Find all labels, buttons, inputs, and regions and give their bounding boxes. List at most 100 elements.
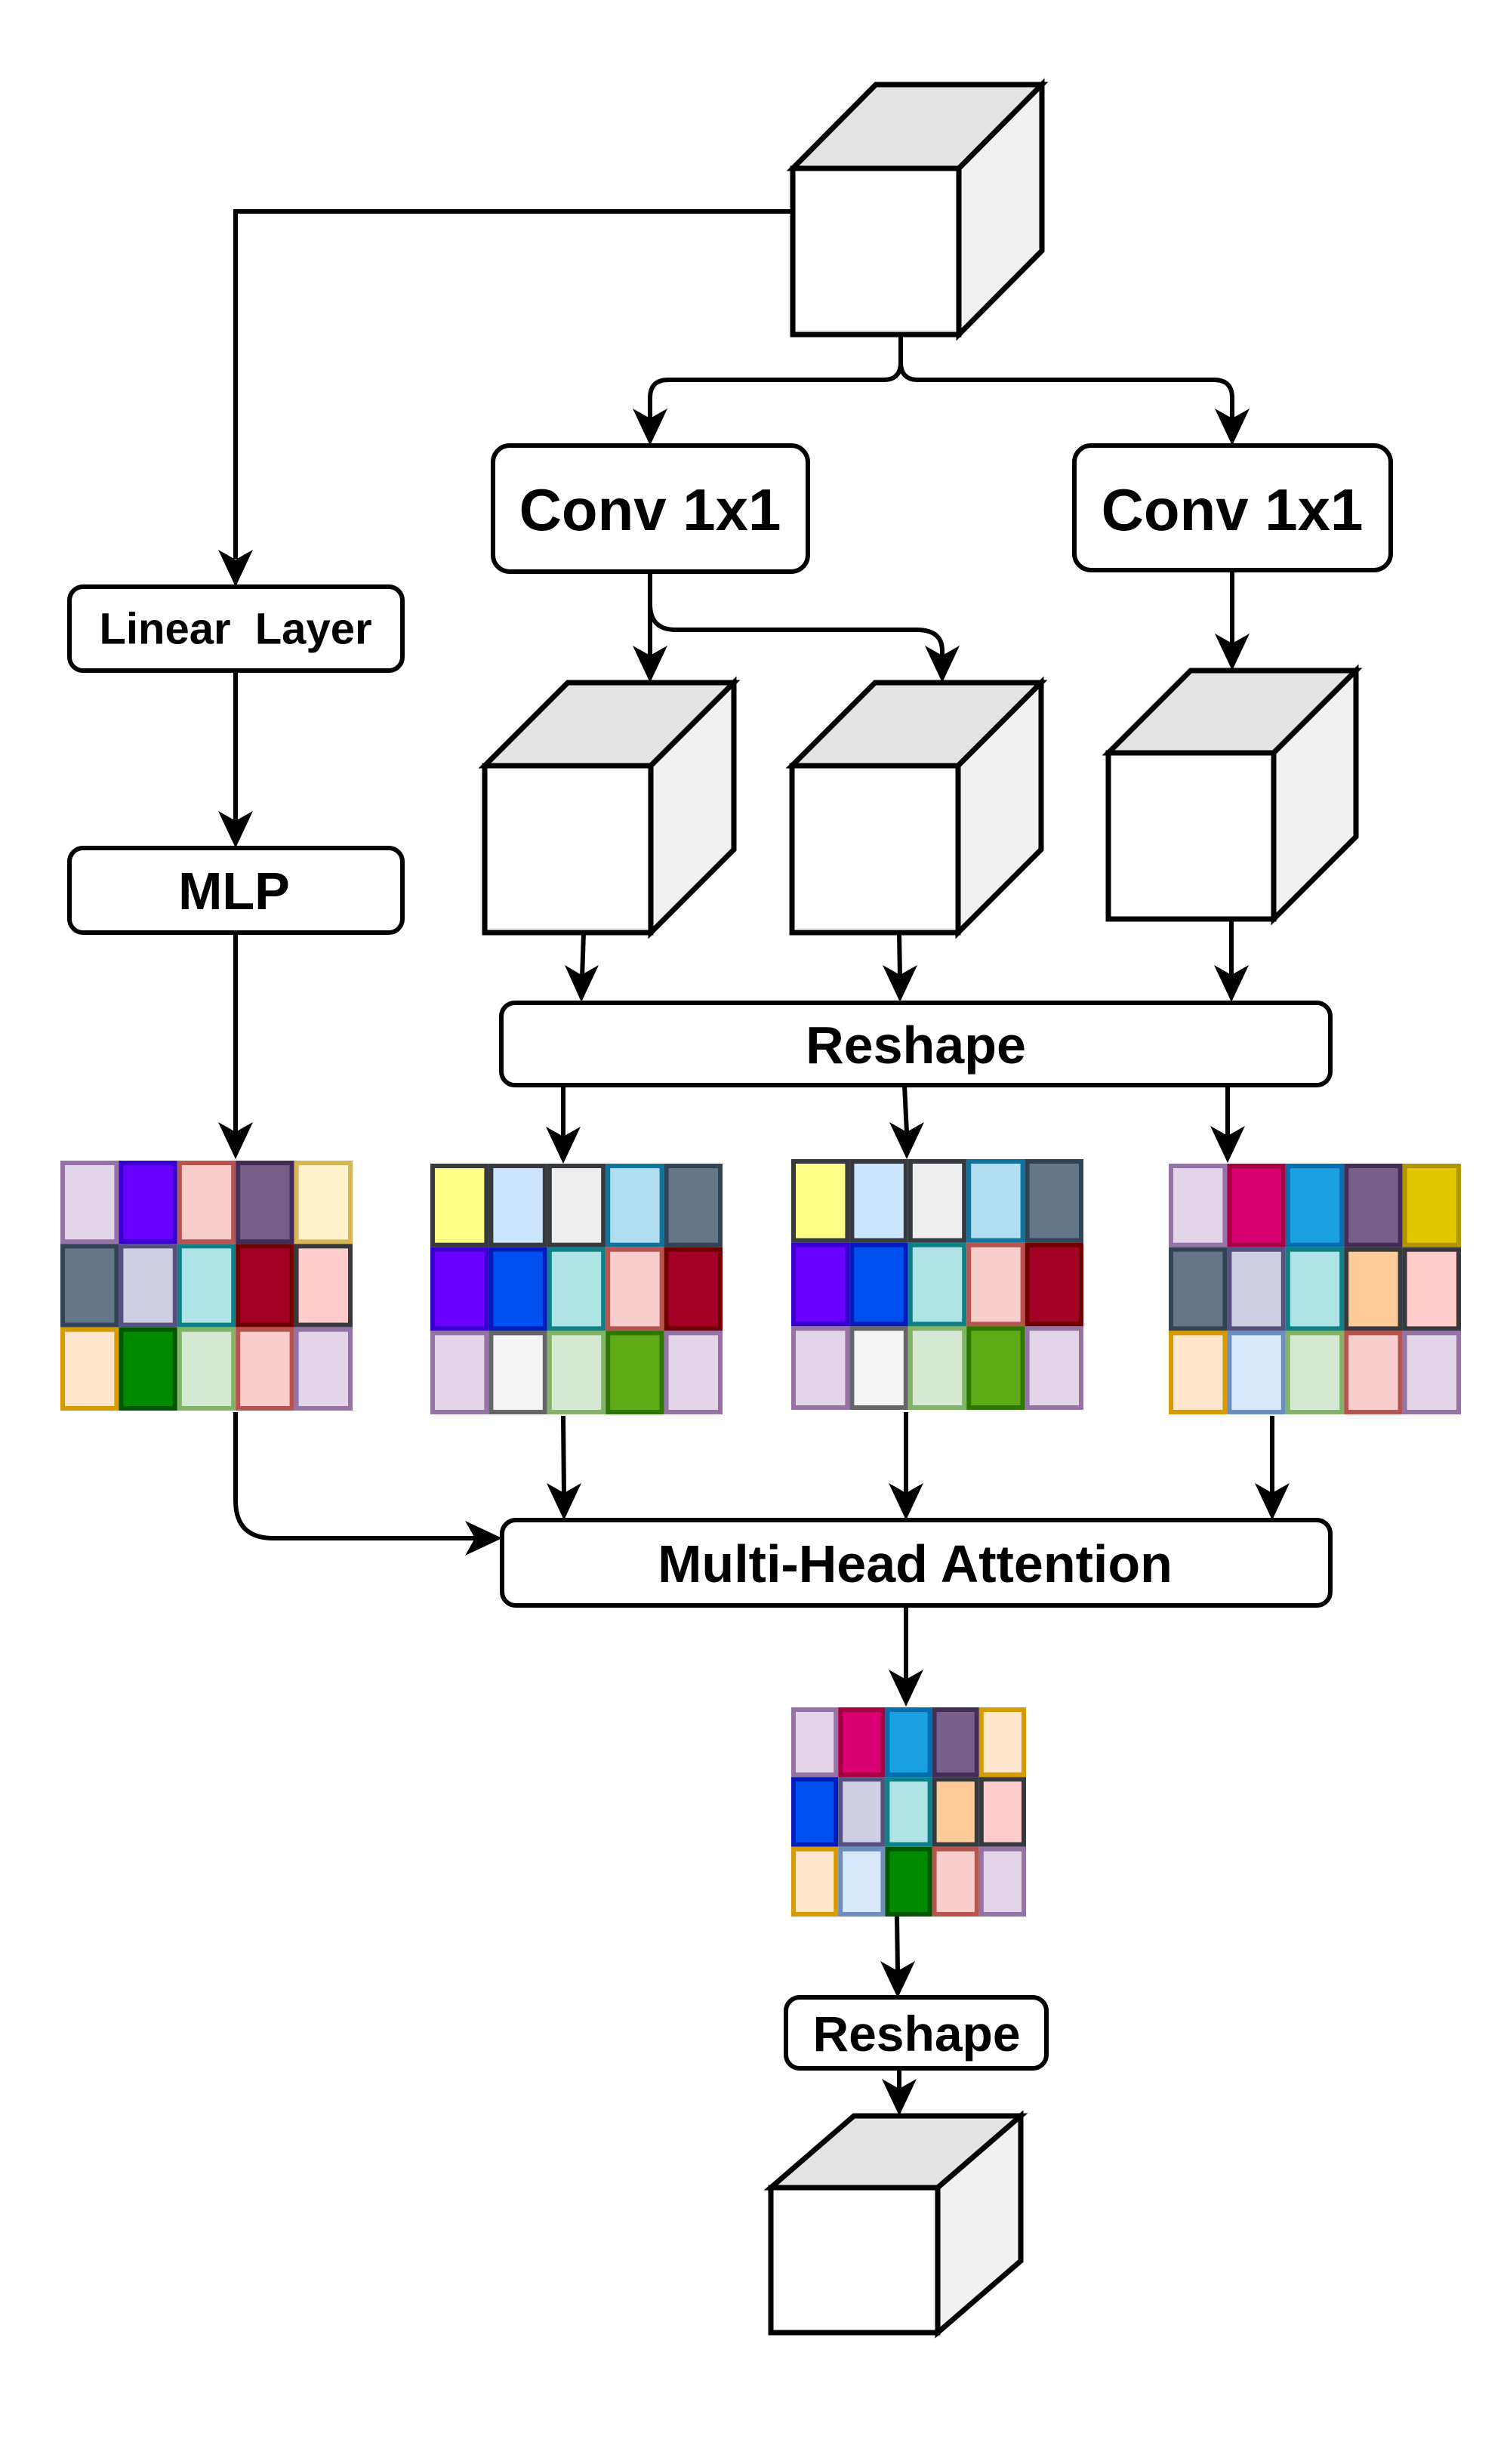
- arrowhead-output-cube: [882, 2079, 917, 2116]
- token-cell: [885, 1777, 932, 1847]
- token-cell: [606, 1164, 664, 1247]
- value-token-grid: [1169, 1164, 1461, 1415]
- reshape-top-label: Reshape: [806, 1016, 1026, 1075]
- arrowhead-linear: [218, 550, 253, 587]
- arrowhead-mha-left: [465, 1521, 502, 1556]
- token-cell: [966, 1159, 1025, 1243]
- token-cell: [664, 1247, 723, 1331]
- token-cell: [1402, 1331, 1461, 1415]
- token-cell: [60, 1161, 119, 1244]
- reshape-top-box: Reshape: [499, 1001, 1333, 1087]
- token-cell: [791, 1159, 850, 1243]
- arrowhead-mha-q: [547, 1483, 581, 1520]
- edges: [218, 209, 1290, 2116]
- cube-front-face: [790, 165, 962, 338]
- token-cell: [978, 1707, 1027, 1778]
- token-cell: [488, 1331, 547, 1415]
- token-cell: [547, 1331, 606, 1415]
- token-cell: [791, 1846, 839, 1917]
- token-cell: [791, 1777, 839, 1847]
- token-cell: [1025, 1242, 1083, 1327]
- edge-conv-left-to-features: [648, 572, 945, 657]
- token-cell: [932, 1846, 979, 1917]
- arrowhead-mlp: [218, 811, 253, 848]
- arrowhead-reshape-a: [565, 965, 599, 1002]
- arrowhead-mlp-tokens: [218, 1122, 253, 1159]
- token-cell: [838, 1777, 886, 1847]
- arrowhead-query: [546, 1127, 581, 1164]
- token-cell: [849, 1242, 908, 1327]
- arrowhead-conv-right: [1215, 409, 1250, 446]
- reshape-bottom-label: Reshape: [812, 2006, 1020, 2062]
- cube-front-face: [1105, 750, 1277, 922]
- token-cell: [932, 1707, 979, 1778]
- token-cell: [838, 1707, 886, 1778]
- token-cell: [1285, 1247, 1345, 1331]
- arrowhead-reshape-c: [1214, 965, 1249, 1002]
- edge-mlp-tokens-to-mha: [233, 1412, 476, 1540]
- attention-output-token-grid: [791, 1707, 1027, 1917]
- token-cell: [966, 1242, 1025, 1327]
- token-cell: [885, 1707, 932, 1778]
- edge-qkv-to-mha: [561, 1412, 1274, 1496]
- multi-head-attention-box: Multi-Head Attention: [500, 1518, 1333, 1608]
- token-cell: [547, 1164, 606, 1247]
- arrowhead-output-tokens: [889, 1670, 923, 1707]
- feature-map-b-cube: [785, 676, 1048, 939]
- output-tensor-cube: [763, 2110, 1028, 2339]
- cube-front-face: [789, 763, 961, 936]
- conv-right-box: Conv 1x1: [1072, 443, 1393, 572]
- token-cell: [1285, 1331, 1345, 1415]
- arrowhead-mha-v: [1255, 1483, 1290, 1520]
- mlp-box: MLP: [67, 846, 405, 935]
- token-cell: [177, 1327, 236, 1411]
- conv-right-label: Conv 1x1: [1102, 476, 1364, 543]
- arrowhead-value: [1210, 1126, 1245, 1163]
- token-cell: [488, 1164, 547, 1247]
- token-cell: [606, 1247, 664, 1331]
- token-cell: [1169, 1331, 1228, 1415]
- token-cell: [664, 1164, 723, 1247]
- token-cell: [294, 1327, 353, 1411]
- token-cell: [294, 1244, 353, 1328]
- token-cell: [488, 1247, 547, 1331]
- token-cell: [119, 1244, 177, 1328]
- token-cell: [236, 1327, 294, 1411]
- token-cell: [838, 1846, 886, 1917]
- edge-input-to-linear: [233, 209, 793, 559]
- token-cell: [1169, 1164, 1228, 1247]
- token-cell: [1227, 1247, 1286, 1331]
- key-token-grid: [791, 1159, 1083, 1411]
- token-cell: [1025, 1326, 1083, 1411]
- edge-input-to-convs: [648, 335, 1234, 419]
- edge-reshape-to-tokens: [561, 1084, 1230, 1136]
- token-cell: [966, 1326, 1025, 1411]
- token-cell: [60, 1244, 119, 1328]
- token-cell: [791, 1707, 839, 1778]
- token-cell: [119, 1161, 177, 1244]
- token-cell: [1344, 1331, 1403, 1415]
- feature-map-a-cube: [478, 676, 741, 939]
- token-cell: [60, 1327, 119, 1411]
- token-cell: [791, 1326, 850, 1411]
- token-cell: [849, 1159, 908, 1243]
- token-cell: [1227, 1331, 1286, 1415]
- token-cell: [978, 1846, 1027, 1917]
- token-cell: [1344, 1247, 1403, 1331]
- arrowhead-feature-b: [925, 646, 960, 683]
- multi-head-attention-label: Multi-Head Attention: [658, 1534, 1173, 1593]
- token-cell: [908, 1159, 967, 1243]
- token-cell: [664, 1331, 723, 1415]
- token-cell: [236, 1244, 294, 1328]
- mlp-token-grid: [60, 1161, 353, 1411]
- token-cell: [908, 1242, 967, 1327]
- token-cell: [1344, 1164, 1403, 1247]
- token-cell: [119, 1327, 177, 1411]
- token-cell: [908, 1326, 967, 1411]
- input-tensor-cube: [786, 78, 1049, 341]
- reshape-bottom-box: Reshape: [784, 1995, 1049, 2071]
- linear-layer-label: Linear Layer: [99, 605, 371, 654]
- arrowhead-feature-c: [1215, 634, 1250, 671]
- token-cell: [177, 1244, 236, 1328]
- arrowhead-reshape-b: [883, 965, 917, 1002]
